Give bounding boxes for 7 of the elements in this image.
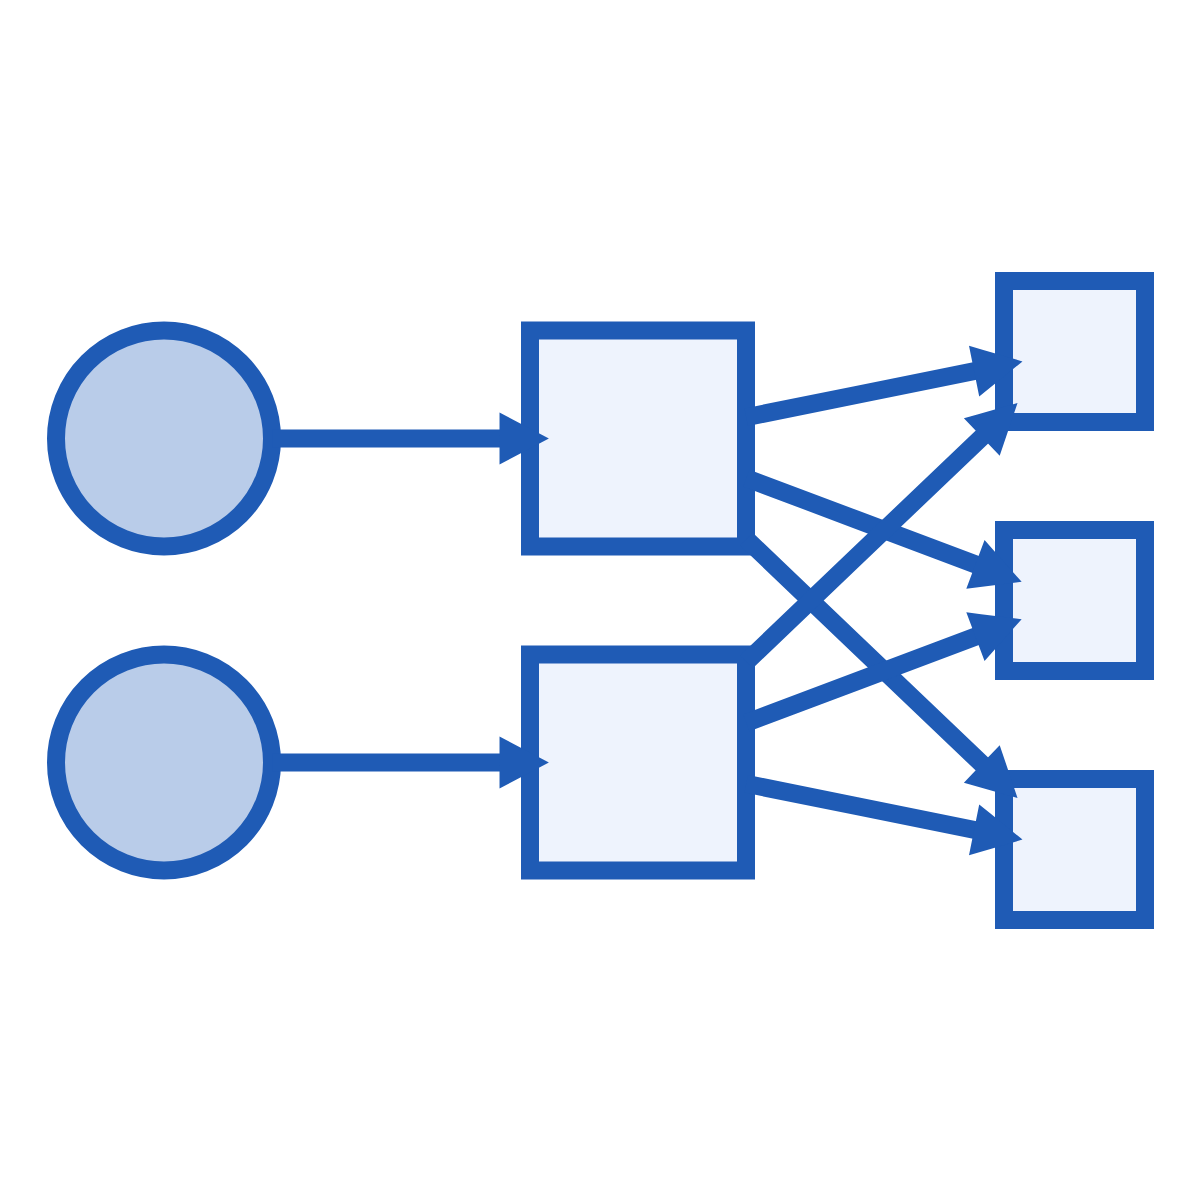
- node-box: [994, 271, 1154, 431]
- node-circle: [46, 321, 281, 555]
- node-box: [520, 321, 755, 555]
- node-box: [994, 520, 1154, 680]
- node-box: [520, 645, 755, 879]
- node-circle: [46, 645, 281, 879]
- node-box: [994, 769, 1154, 929]
